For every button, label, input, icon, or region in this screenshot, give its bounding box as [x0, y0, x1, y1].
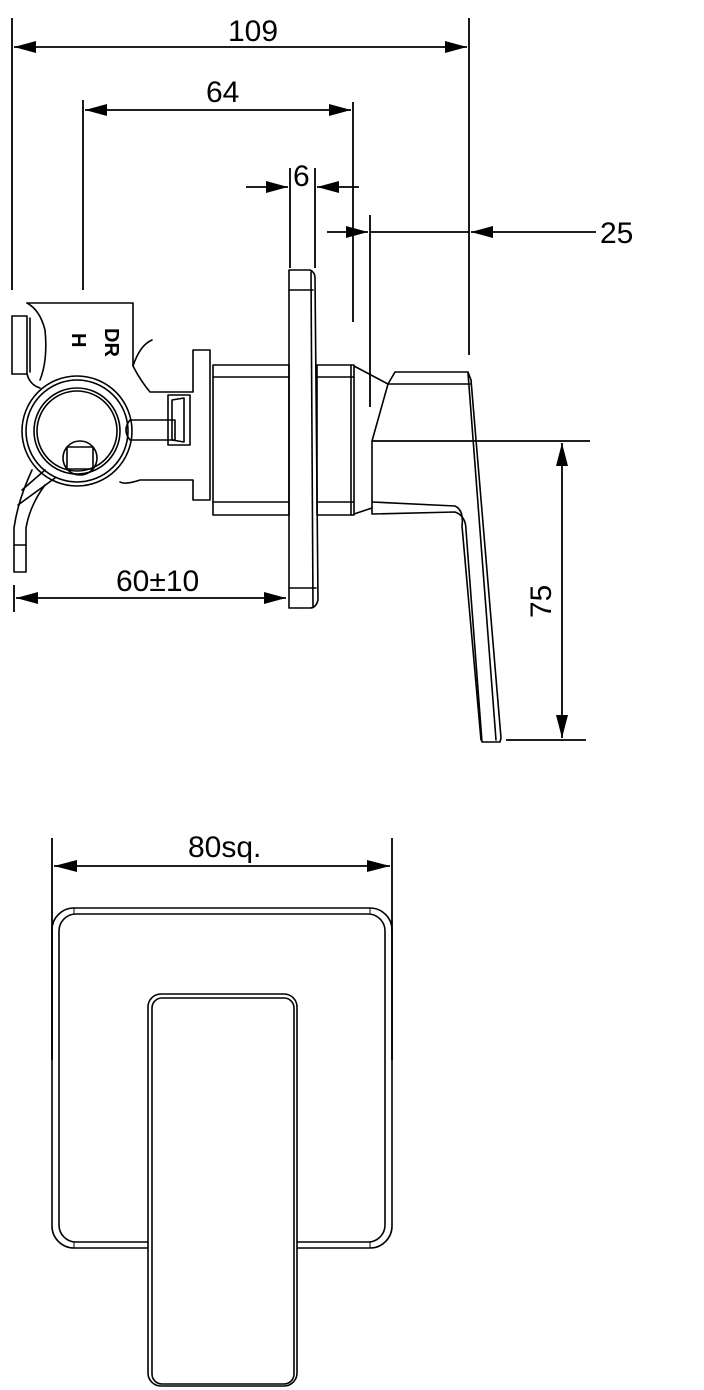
dimension-80sq-label: 80sq.: [188, 831, 261, 864]
cartridge-sleeve: [212, 364, 355, 516]
extension-lines: [11, 18, 590, 741]
valve-body: [11, 302, 211, 573]
dimension-64-label: 64: [206, 76, 239, 109]
dimension-6-label: 6: [293, 160, 310, 193]
front-view: 80sq.: [51, 831, 393, 1387]
dimension-109: 109: [14, 15, 467, 53]
wall-plate-profile: [288, 269, 319, 609]
dimension-64: 64: [85, 76, 351, 116]
dimension-75: 75: [525, 443, 568, 738]
dimension-60-10: 60±10: [16, 565, 286, 604]
lever-handle-front: [147, 993, 298, 1387]
dimension-6: 6: [246, 160, 359, 193]
lever-handle-profile: [353, 365, 502, 743]
dimension-25: 25: [327, 217, 633, 250]
dimension-109-label: 109: [228, 15, 278, 48]
direction-marking: DR: [100, 328, 122, 357]
hot-marking: H: [67, 333, 89, 347]
body-markings: H DR: [67, 328, 122, 357]
dimension-60-10-label: 60±10: [116, 565, 199, 598]
dimension-25-label: 25: [600, 217, 633, 250]
dimension-75-label: 75: [525, 585, 558, 618]
side-view: 109 64 6 25: [11, 15, 633, 743]
